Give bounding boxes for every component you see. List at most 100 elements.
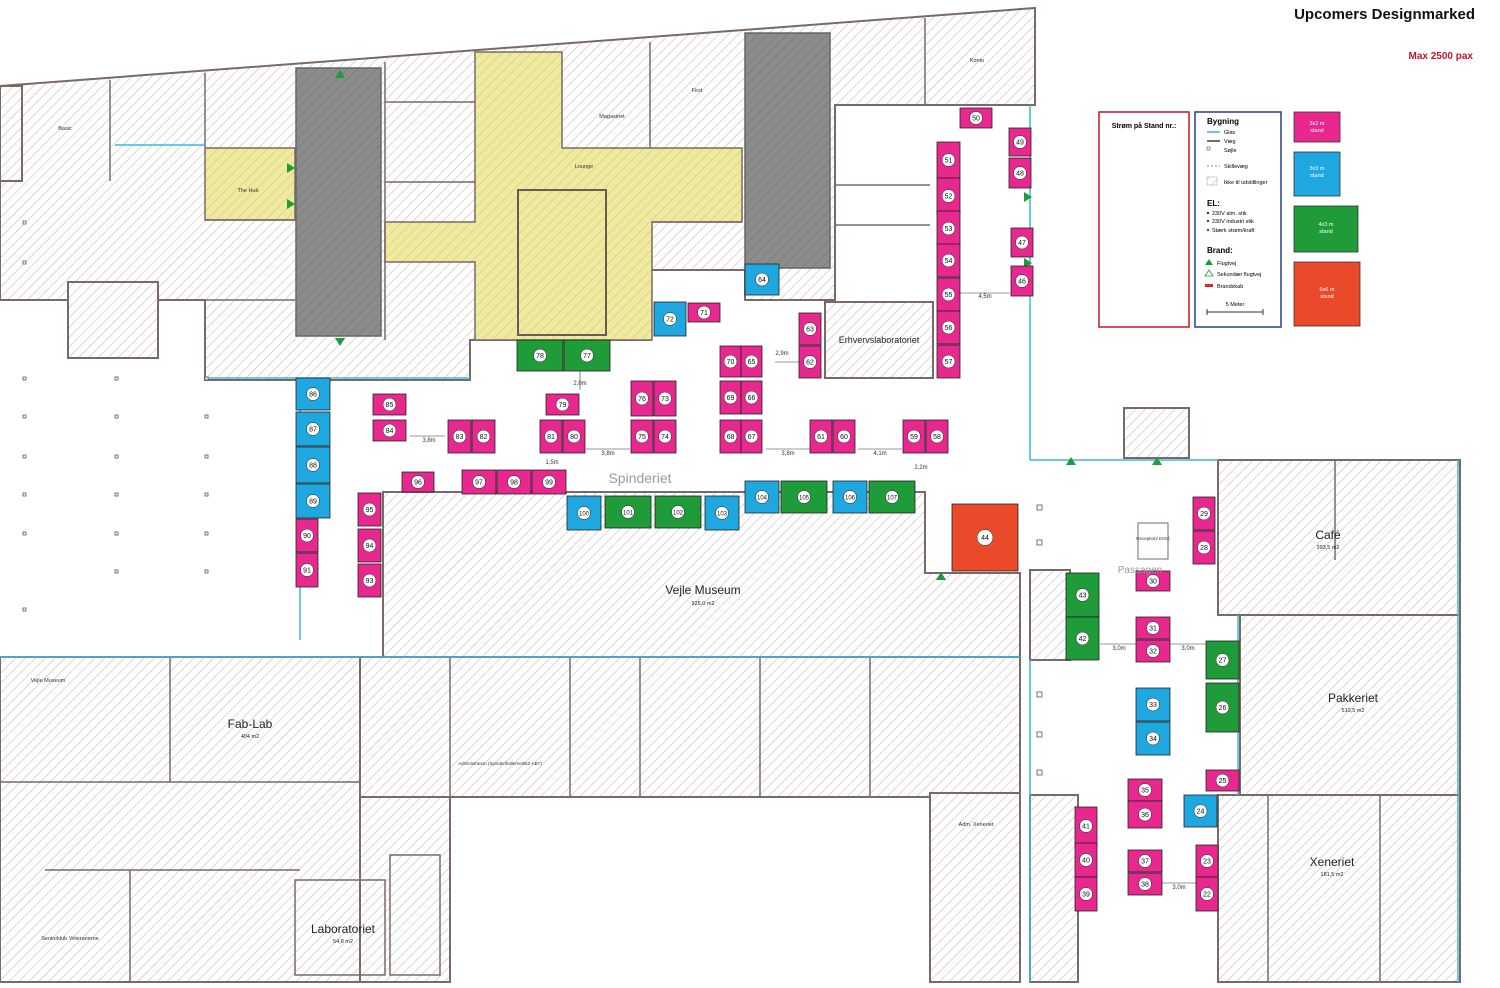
stand-61[interactable]: 61 (809, 419, 833, 454)
room-labels: Fab-Lab 404 m2 Vejle Museum 925,0 m2 Lab… (228, 335, 1379, 945)
stand-number: 100 (579, 512, 590, 518)
stand-71[interactable]: 71 (687, 302, 721, 323)
stand-30[interactable]: 30 (1135, 570, 1171, 592)
stand-39[interactable]: 39 (1074, 876, 1098, 912)
stand-58[interactable]: 58 (925, 419, 949, 454)
stand-number-badge (663, 312, 677, 326)
stand-35[interactable]: 35 (1127, 778, 1163, 802)
stand-62[interactable]: 62 (798, 345, 822, 379)
stand-96[interactable]: 96 (401, 471, 435, 493)
stand-98[interactable]: 98 (496, 469, 532, 495)
stand-90[interactable]: 90 (295, 518, 319, 553)
stand-82[interactable]: 82 (471, 419, 496, 454)
stand-38[interactable]: 38 (1127, 872, 1163, 896)
stand-88[interactable]: 88 (295, 446, 331, 484)
stand-91[interactable]: 91 (295, 552, 319, 588)
stand-102[interactable]: 102 (654, 495, 702, 529)
stand-34[interactable]: 34 (1135, 721, 1171, 756)
stand-64[interactable]: 64 (744, 263, 780, 296)
stand-number-badge (1146, 697, 1160, 712)
stand-78[interactable]: 78 (516, 339, 564, 372)
stand-31[interactable]: 31 (1135, 616, 1171, 640)
stand-54[interactable]: 54 (936, 243, 961, 278)
stand-22[interactable]: 22 (1195, 876, 1219, 912)
stand-86[interactable]: 86 (295, 377, 331, 411)
stand-49[interactable]: 49 (1008, 127, 1032, 157)
stand-87[interactable]: 87 (295, 411, 331, 447)
stand-number-badge (744, 354, 759, 369)
stand-65[interactable]: 65 (740, 345, 763, 378)
stand-51[interactable]: 51 (936, 141, 961, 179)
room-pakkeriet: Pakkeriet (1328, 691, 1379, 705)
stand-97[interactable]: 97 (461, 469, 497, 495)
dimension-label: 3,0m (1172, 885, 1185, 891)
stand-66[interactable]: 66 (740, 380, 763, 415)
stand-41[interactable]: 41 (1074, 806, 1098, 846)
stand-70[interactable]: 70 (719, 345, 742, 378)
stand-73[interactable]: 73 (653, 380, 677, 417)
stand-100[interactable]: 100 (566, 495, 602, 531)
stand-56[interactable]: 56 (936, 310, 961, 345)
stand-72[interactable]: 72 (653, 301, 687, 337)
stand-number-badge (1197, 506, 1211, 521)
stand-85[interactable]: 85 (372, 393, 407, 416)
stand-40[interactable]: 40 (1074, 842, 1098, 878)
label-konto: Konto (970, 58, 984, 64)
stand-68[interactable]: 68 (719, 419, 742, 454)
stand-84[interactable]: 84 (372, 419, 407, 442)
dimension-label: 4,5m (978, 294, 991, 300)
stand-81[interactable]: 81 (539, 419, 563, 454)
stand-29[interactable]: 29 (1192, 496, 1216, 531)
stand-number-badge (941, 354, 956, 369)
stand-27[interactable]: 27 (1205, 640, 1240, 680)
stand-57[interactable]: 57 (936, 344, 961, 379)
stand-77[interactable]: 77 (563, 339, 611, 372)
stand-99[interactable]: 99 (531, 469, 567, 495)
stand-107[interactable]: 107 (868, 480, 916, 514)
stand-79[interactable]: 79 (545, 393, 580, 416)
stand-44[interactable]: 44 (951, 503, 1019, 572)
room-spinderiet: Spinderiet (608, 470, 671, 486)
stand-105[interactable]: 105 (780, 480, 828, 514)
stand-25[interactable]: 25 (1205, 769, 1240, 792)
stand-76[interactable]: 76 (630, 380, 654, 417)
stand-104[interactable]: 104 (744, 480, 780, 514)
stand-101[interactable]: 101 (604, 495, 652, 529)
stand-number: 31 (1149, 626, 1157, 633)
stand-50[interactable]: 50 (959, 107, 993, 129)
stand-74[interactable]: 74 (653, 419, 677, 454)
stand-47[interactable]: 47 (1010, 227, 1034, 258)
stand-37[interactable]: 37 (1127, 849, 1163, 873)
stand-75[interactable]: 75 (630, 419, 654, 454)
stand-26[interactable]: 26 (1205, 682, 1240, 733)
stand-93[interactable]: 93 (357, 563, 382, 598)
stand-36[interactable]: 36 (1127, 800, 1163, 829)
dimension-label: 3,8m (422, 438, 435, 444)
stand-89[interactable]: 89 (295, 483, 331, 519)
stand-80[interactable]: 80 (562, 419, 586, 454)
stand-52[interactable]: 52 (936, 177, 961, 215)
stand-60[interactable]: 60 (832, 419, 856, 454)
stand-94[interactable]: 94 (357, 528, 382, 563)
stand-48[interactable]: 48 (1008, 157, 1032, 189)
stand-83[interactable]: 83 (447, 419, 472, 454)
stand-63[interactable]: 63 (798, 312, 822, 346)
stand-53[interactable]: 53 (936, 210, 961, 247)
stand-number: 40 (1082, 858, 1090, 865)
stand-69[interactable]: 69 (719, 380, 742, 415)
stand-42[interactable]: 42 (1065, 616, 1100, 661)
stand-43[interactable]: 43 (1065, 572, 1100, 618)
stand-59[interactable]: 59 (902, 419, 926, 454)
legend-brand-item: Brandskab (1217, 284, 1243, 290)
stand-33[interactable]: 33 (1135, 687, 1171, 722)
stand-24[interactable]: 24 (1183, 794, 1218, 828)
stand-95[interactable]: 95 (357, 492, 382, 527)
stand-106[interactable]: 106 (832, 480, 868, 514)
stand-55[interactable]: 55 (936, 277, 961, 312)
stand-32[interactable]: 32 (1135, 639, 1171, 663)
stand-67[interactable]: 67 (740, 419, 763, 454)
stand-28[interactable]: 28 (1192, 530, 1216, 565)
stand-103[interactable]: 103 (704, 495, 740, 531)
stand-46[interactable]: 46 (1010, 265, 1034, 297)
stand-23[interactable]: 23 (1195, 844, 1219, 878)
